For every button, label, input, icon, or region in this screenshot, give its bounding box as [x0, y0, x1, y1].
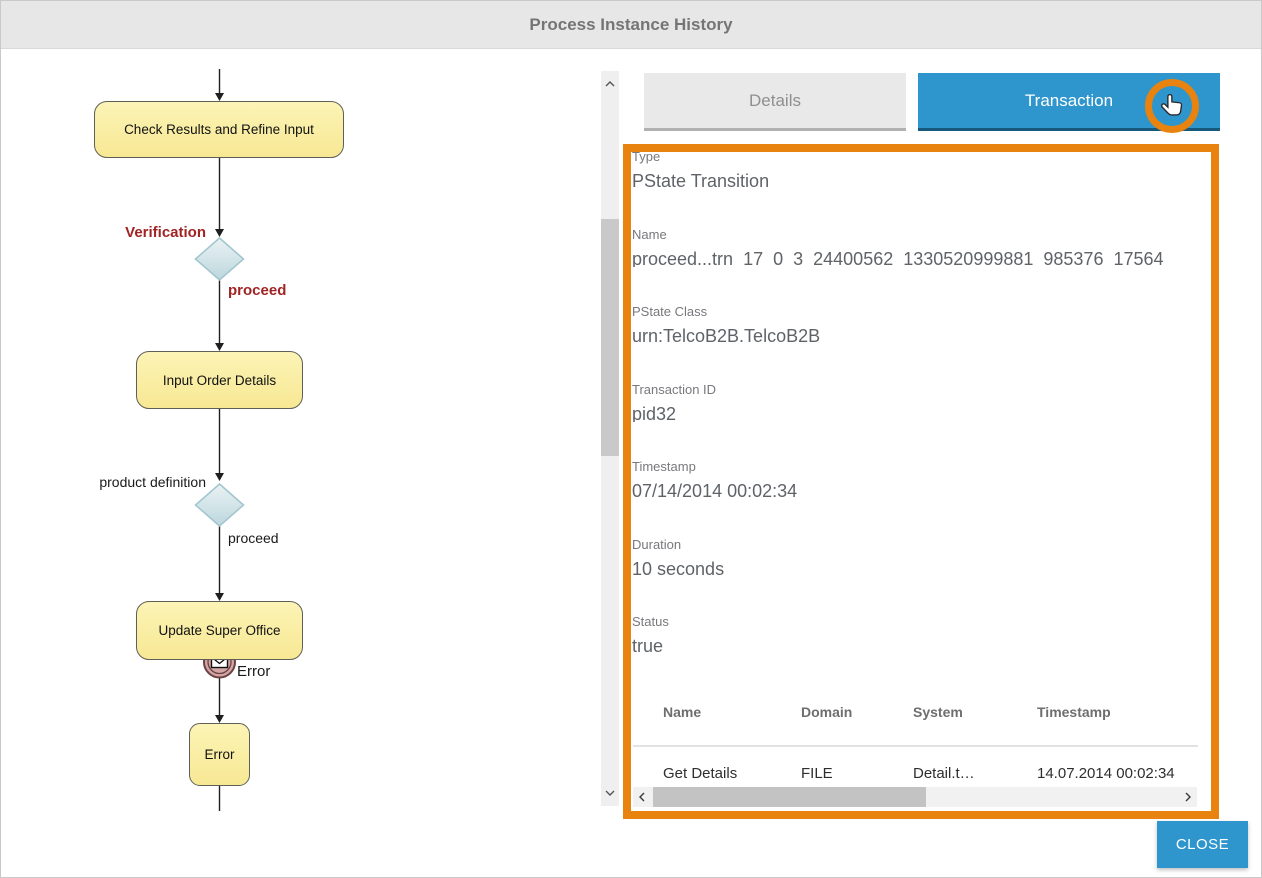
- field-label: Transaction ID: [632, 382, 717, 397]
- field-duration: Duration 10 seconds: [632, 537, 1207, 577]
- page-title: Process Instance History: [529, 14, 733, 34]
- horizontal-scrollbar-thumb[interactable]: [653, 787, 926, 807]
- scroll-left-icon[interactable]: [633, 787, 651, 807]
- field-transaction-id: Transaction ID pid32: [632, 382, 1207, 422]
- field-name: Name proceed...trn_17_0_3_24400562_13305…: [632, 227, 1207, 267]
- tab-details[interactable]: Details: [644, 73, 906, 131]
- field-label: Name: [632, 227, 667, 242]
- field-label: Timestamp: [632, 459, 696, 474]
- field-label: Duration: [632, 537, 682, 552]
- gateway-diamond-verification[interactable]: [194, 237, 245, 281]
- panel-vertical-scrollbar[interactable]: [601, 71, 619, 806]
- gateway-label-verification: Verification: [125, 224, 206, 241]
- flow-node-label: Check Results and Refine Input: [124, 122, 314, 137]
- field-label: Type: [632, 149, 661, 164]
- flow-node-label: Update Super Office: [158, 623, 281, 638]
- field-value: true: [632, 638, 664, 654]
- field-value: proceed...trn_17_0_3_24400562_1330520999…: [632, 251, 1164, 267]
- scroll-down-icon[interactable]: [601, 784, 619, 802]
- field-value: PState Transition: [632, 173, 770, 189]
- cell-name: Get Details: [663, 765, 738, 782]
- tab-details-label: Details: [749, 90, 801, 110]
- column-header-system: System: [913, 704, 963, 720]
- field-value: pid32: [632, 406, 677, 422]
- table-header-divider: [633, 745, 1198, 747]
- column-header-name: Name: [663, 704, 702, 720]
- field-timestamp: Timestamp 07/14/2014 00:02:34: [632, 459, 1207, 499]
- table-horizontal-scrollbar[interactable]: [633, 787, 1197, 807]
- cell-timestamp: 14.07.2014 00:02:34: [1037, 765, 1175, 782]
- close-button[interactable]: CLOSE: [1157, 821, 1248, 868]
- cursor-highlight-ring: [1145, 79, 1199, 133]
- gateway-diamond-product-definition[interactable]: [194, 483, 245, 527]
- column-header-domain: Domain: [801, 704, 853, 720]
- flow-node-error[interactable]: Error: [189, 723, 250, 786]
- flow-node-check-results[interactable]: Check Results and Refine Input: [94, 101, 344, 158]
- dialog-header: Process Instance History: [1, 1, 1261, 49]
- vertical-scrollbar-thumb[interactable]: [601, 219, 619, 456]
- scroll-right-icon[interactable]: [1179, 787, 1197, 807]
- error-event-label: Error: [237, 663, 271, 680]
- hand-cursor-icon: [1161, 93, 1183, 116]
- cell-domain: FILE: [801, 765, 833, 782]
- field-type: Type PState Transition: [632, 149, 1207, 189]
- field-value: urn:TelcoB2B.TelcoB2B: [632, 328, 821, 344]
- transaction-panel: [623, 144, 1219, 819]
- field-label: Status: [632, 614, 669, 629]
- flow-node-label: Input Order Details: [162, 372, 277, 388]
- tab-transaction-label: Transaction: [1024, 90, 1114, 110]
- flow-node-input-order-details[interactable]: Input Order Details: [136, 351, 303, 409]
- flow-node-update-super-office[interactable]: Update Super Office: [136, 601, 303, 660]
- dialog-body: Check Results and Refine Input Input Ord…: [1, 49, 1261, 877]
- field-label: PState Class: [632, 304, 708, 319]
- field-value: 10 seconds: [632, 561, 725, 577]
- field-pstate-class: PState Class urn:TelcoB2B.TelcoB2B: [632, 304, 1207, 344]
- flow-node-label: Error: [204, 747, 235, 762]
- field-value: 07/14/2014 00:02:34: [632, 483, 798, 499]
- gateway-label-product-definition: product definition: [99, 474, 206, 490]
- process-flow-diagram: [194, 69, 245, 811]
- table-row[interactable]: Get Details FILE Detail.t… 14.07.2014 00…: [633, 765, 1199, 782]
- cell-system: Detail.t…: [913, 765, 975, 782]
- branch-label-proceed-1: proceed: [228, 282, 287, 299]
- transaction-table-header: Name Domain System Timestamp: [633, 704, 1199, 720]
- flow-arrowheads: [215, 93, 224, 723]
- branch-label-proceed-2: proceed: [228, 530, 279, 546]
- scroll-up-icon[interactable]: [601, 75, 619, 93]
- field-status: Status true: [632, 614, 1207, 654]
- column-header-timestamp: Timestamp: [1037, 704, 1111, 720]
